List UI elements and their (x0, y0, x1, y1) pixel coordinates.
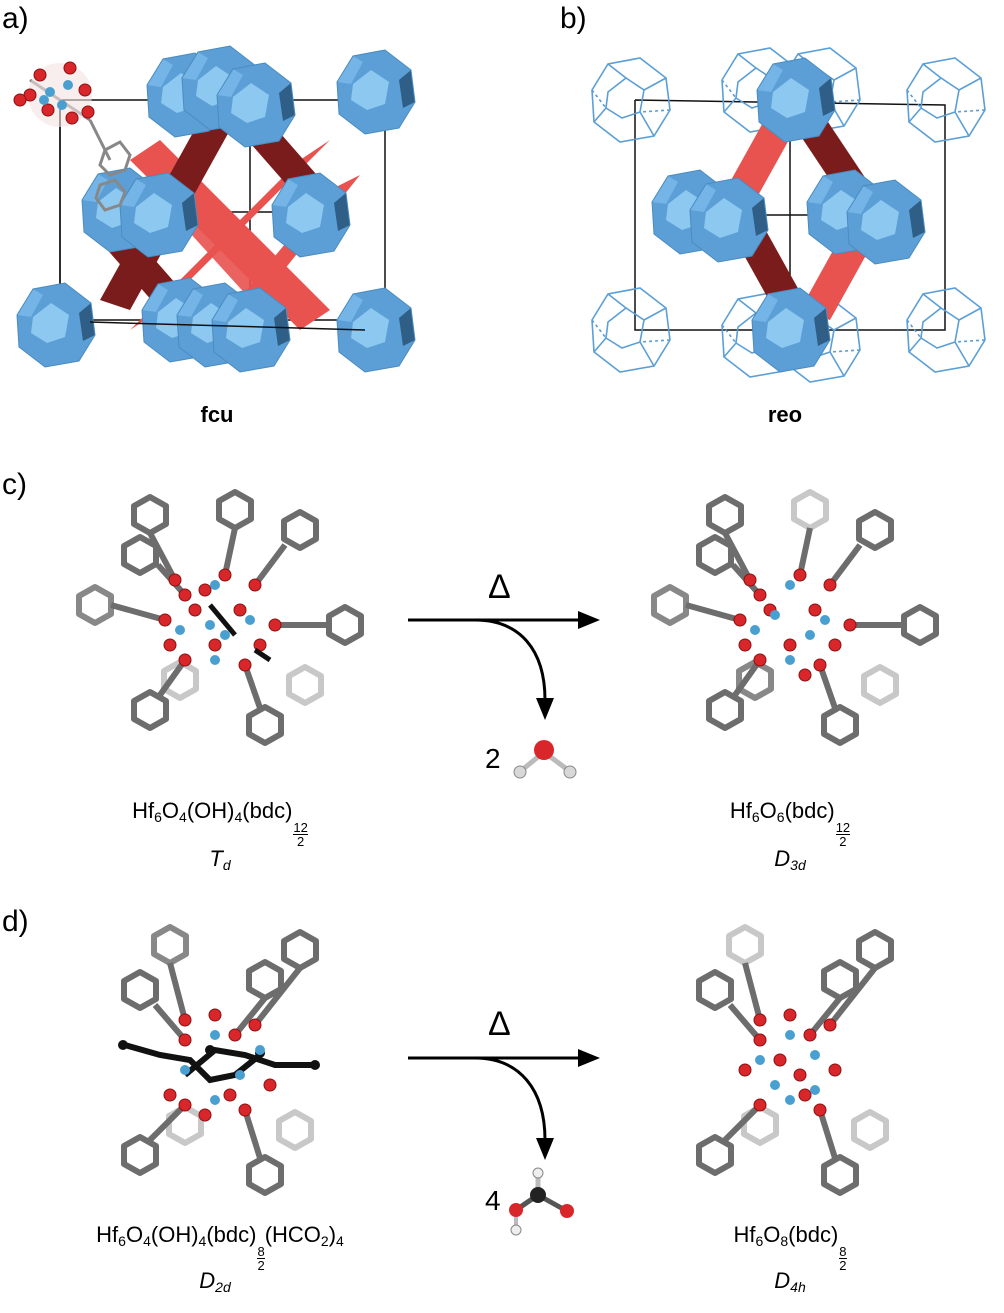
panel-label-c: c) (2, 468, 27, 501)
panel-label-b: b) (560, 2, 587, 35)
topology-label-fcu: fcu (200, 402, 234, 427)
panel-label-a: a) (2, 2, 29, 35)
reo-net-diagram (591, 47, 986, 383)
panel-d-product-cluster (699, 927, 891, 1193)
panel-d-reactant-cluster (118, 927, 320, 1193)
heat-label-c: Δ (488, 568, 511, 606)
symmetry-d-product: D4h (774, 1268, 806, 1295)
symmetry-c-product: D3d (774, 846, 806, 873)
symmetry-d-reactant: D2d (199, 1268, 231, 1295)
reaction-arrow-d (408, 1049, 600, 1160)
formic-acid-molecule-icon (509, 1167, 574, 1236)
inset-cluster-fragment (13, 61, 132, 212)
panel-label-d: d) (2, 905, 29, 938)
byproduct-coefficient-d: 4 (485, 1185, 501, 1216)
topology-label-reo: reo (767, 402, 803, 427)
panel-c-product-cluster (654, 492, 936, 743)
panel-c-reactant-cluster (79, 492, 361, 743)
water-molecule-icon (513, 740, 577, 779)
heat-label-d: Δ (488, 1005, 511, 1043)
byproduct-coefficient-c: 2 (485, 743, 501, 774)
fcu-net-diagram (13, 45, 416, 373)
reaction-arrow-c (408, 611, 600, 720)
symmetry-c-reactant: Td (209, 846, 231, 873)
